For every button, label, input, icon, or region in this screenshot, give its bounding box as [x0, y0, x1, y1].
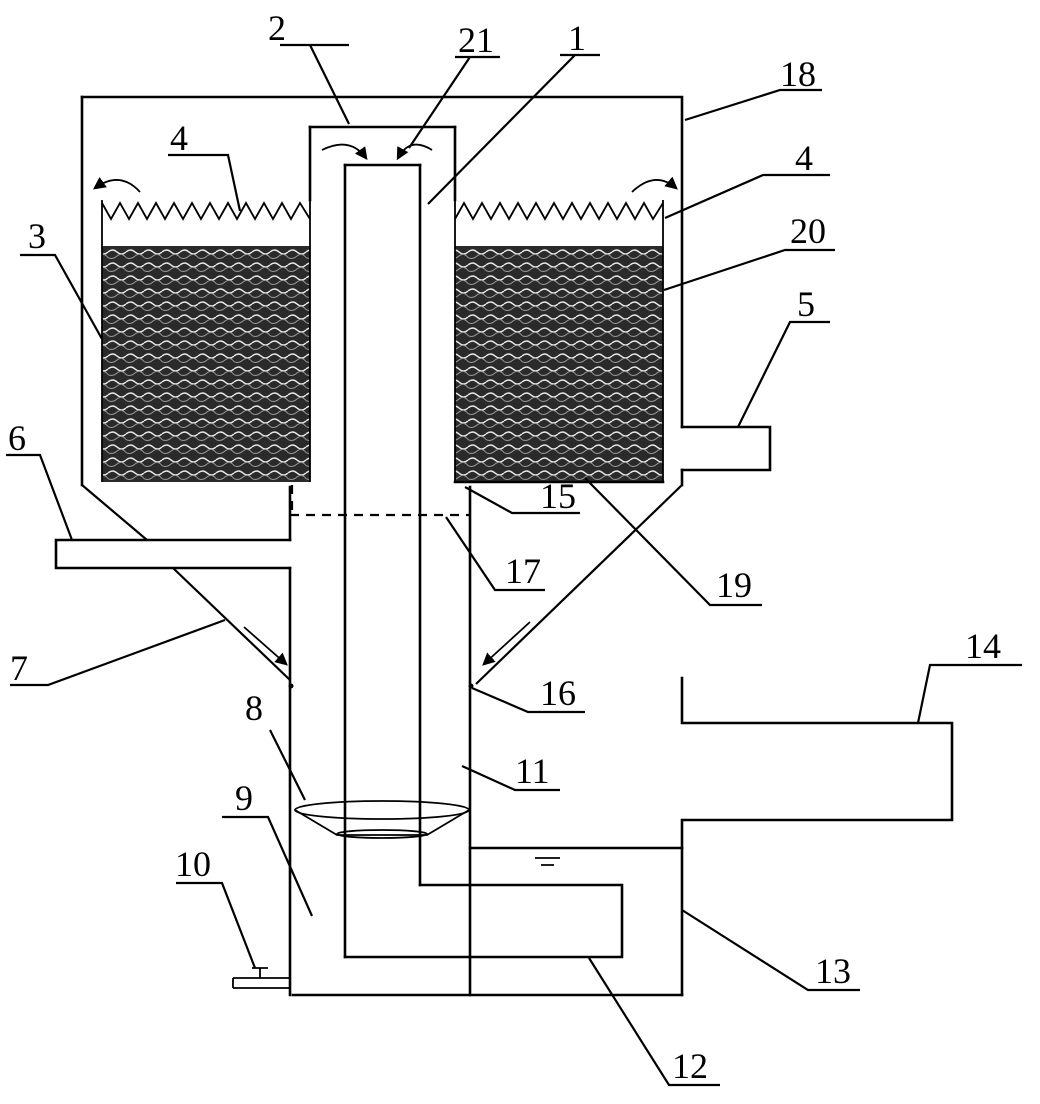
water-tank-13 [468, 846, 684, 997]
leader-lines [6, 43, 1022, 1087]
label-4-right: 4 [795, 138, 813, 178]
label-19: 19 [716, 565, 752, 605]
serrated-weir-left [101, 201, 311, 221]
serrated-weir-right [454, 201, 664, 221]
label-3: 3 [28, 216, 46, 256]
label-4-left: 4 [170, 118, 188, 158]
drain-valve-10 [232, 967, 290, 989]
filter-media-right [453, 200, 665, 484]
label-12: 12 [672, 1046, 708, 1086]
label-2: 2 [268, 8, 286, 48]
label-15: 15 [540, 476, 576, 516]
screen-dashed [290, 485, 470, 517]
label-18: 18 [780, 54, 816, 94]
label-11: 11 [515, 751, 550, 791]
reference-labels: 2 21 1 18 4 4 3 20 5 6 15 17 19 7 14 16 … [8, 8, 1001, 1086]
flow-arrows [92, 143, 678, 666]
gap-openings [288, 683, 474, 689]
label-7: 7 [10, 648, 28, 688]
label-14: 14 [965, 626, 1001, 666]
label-8: 8 [245, 688, 263, 728]
label-6: 6 [8, 418, 26, 458]
label-17: 17 [505, 551, 541, 591]
filter-media-left [101, 200, 311, 482]
label-13: 13 [815, 951, 851, 991]
l-pipe-12 [343, 883, 624, 959]
inlet-pipe-6 [54, 538, 292, 570]
central-pipe [343, 163, 422, 959]
label-1: 1 [568, 18, 586, 58]
label-10: 10 [175, 844, 211, 884]
pipe-14 [680, 676, 954, 850]
distribution-chamber [308, 125, 457, 202]
label-21: 21 [458, 20, 494, 60]
label-20: 20 [790, 211, 826, 251]
label-5: 5 [797, 284, 815, 324]
label-9: 9 [235, 778, 253, 818]
conical-baffle [294, 800, 470, 839]
outlet-pipe-5 [680, 425, 772, 472]
outer-tank [80, 95, 684, 487]
label-16: 16 [540, 673, 576, 713]
lower-chamber [288, 485, 684, 997]
sludge-hopper [81, 484, 683, 685]
